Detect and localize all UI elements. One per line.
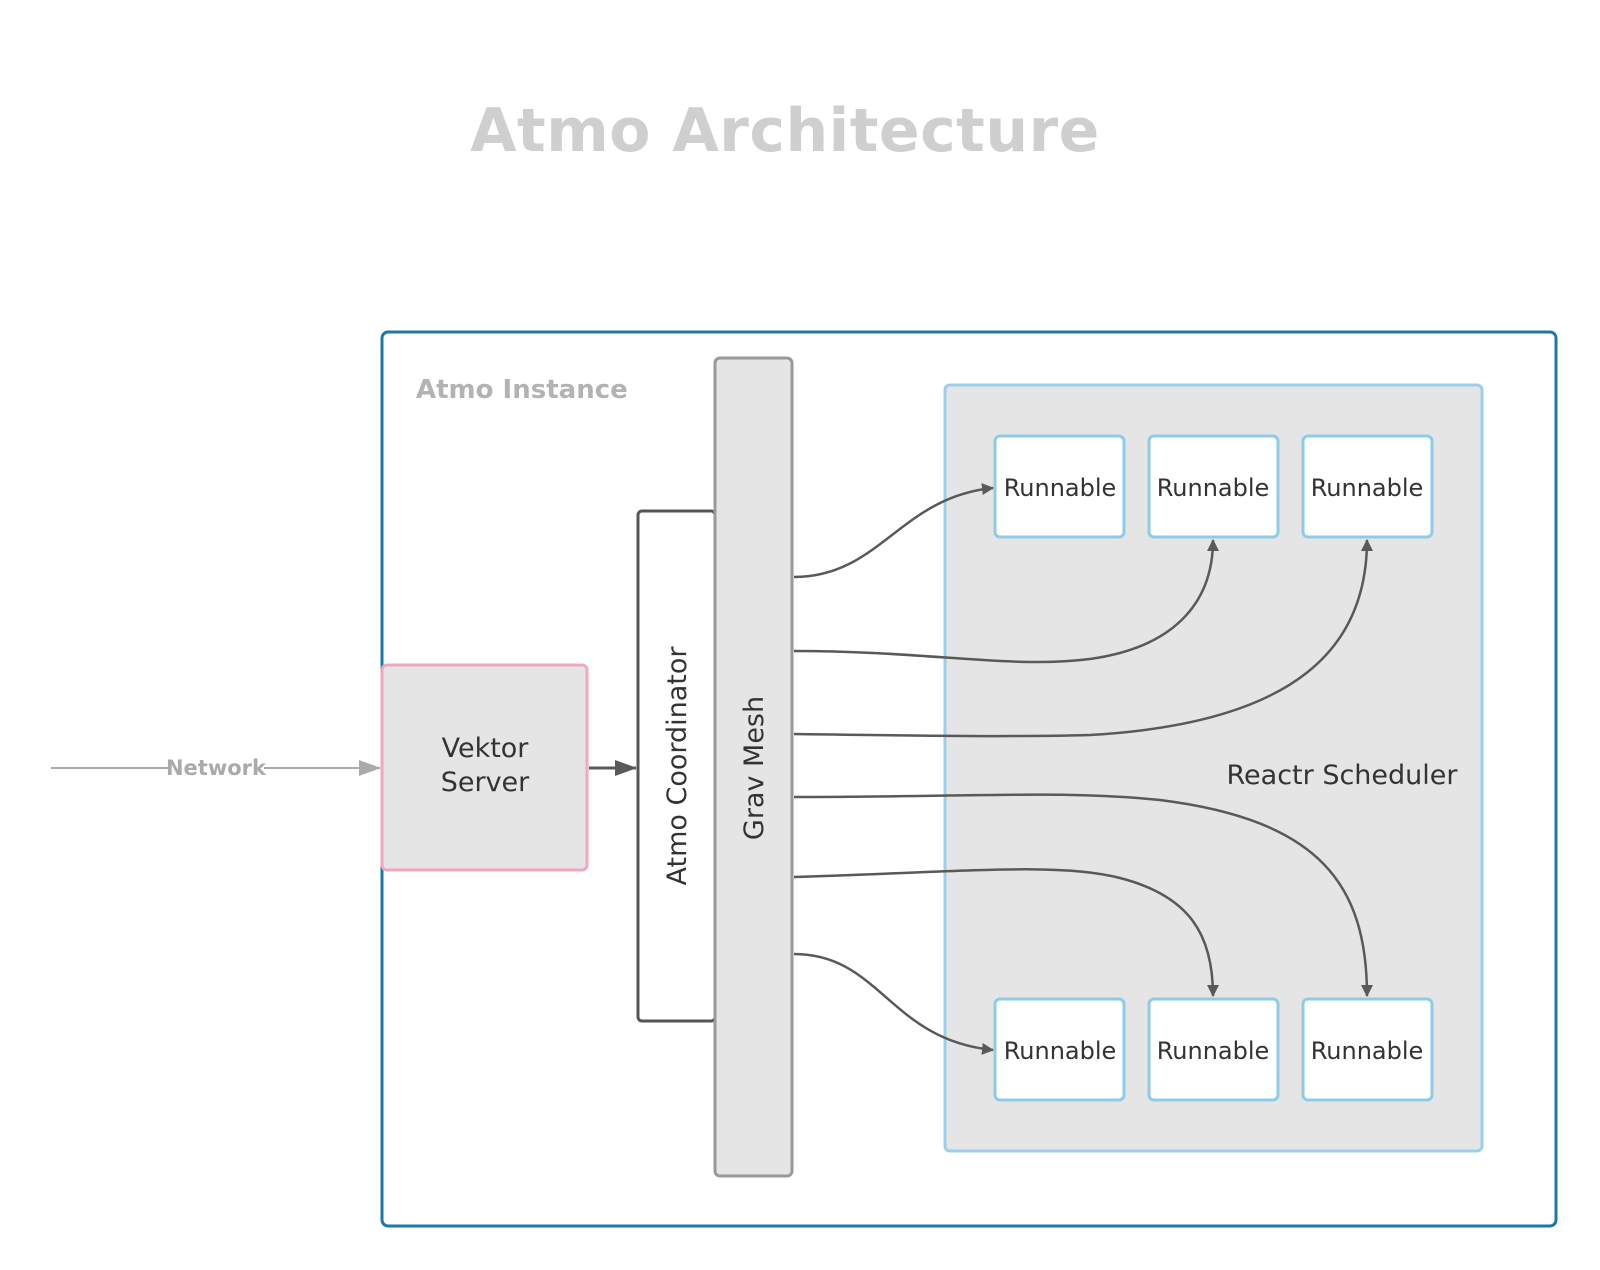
vektor-server-box xyxy=(380,663,589,872)
atmo-instance-label: Atmo Instance xyxy=(416,375,628,405)
runnable-label-6: Runnable xyxy=(1311,1037,1424,1065)
diagram-title: Atmo Architecture xyxy=(0,96,1600,166)
reactr-scheduler-box xyxy=(943,383,1484,1153)
runnable-label-3: Runnable xyxy=(1311,474,1424,502)
network-label: Network xyxy=(166,756,267,780)
reactr-scheduler-label: Reactr Scheduler xyxy=(1227,760,1459,791)
runnable-label-2: Runnable xyxy=(1157,474,1270,502)
runnable-box-2 xyxy=(1147,434,1280,539)
atmo-coordinator-label: Atmo Coordinator xyxy=(662,646,693,886)
vektor-server-label-line2: Server xyxy=(441,767,530,798)
runnable-label-4: Runnable xyxy=(1004,1037,1117,1065)
runnable-box-6 xyxy=(1301,997,1434,1102)
grav-mesh-label: Grav Mesh xyxy=(739,696,770,840)
mesh-to-runnable-5-arrow xyxy=(793,868,1219,997)
mesh-to-runnable-1-arrow xyxy=(793,483,994,579)
runnable-label-5: Runnable xyxy=(1157,1037,1270,1065)
runnable-box-3 xyxy=(1301,434,1434,539)
runnable-box-4 xyxy=(993,997,1126,1102)
mesh-to-runnable-3-arrow xyxy=(793,539,1373,738)
diagram-title-text: Atmo Architecture xyxy=(470,96,1100,166)
runnable-box-1 xyxy=(993,434,1126,539)
runnable-label-1: Runnable xyxy=(1004,474,1117,502)
vektor-server-label-line1: Vektor xyxy=(442,733,530,764)
mesh-to-runnable-6-arrow xyxy=(793,793,1373,997)
runnable-box-5 xyxy=(1147,997,1280,1102)
mesh-to-runnable-4-arrow xyxy=(793,952,994,1055)
mesh-to-runnable-2-arrow xyxy=(793,539,1219,664)
grav-mesh-box xyxy=(713,356,794,1178)
